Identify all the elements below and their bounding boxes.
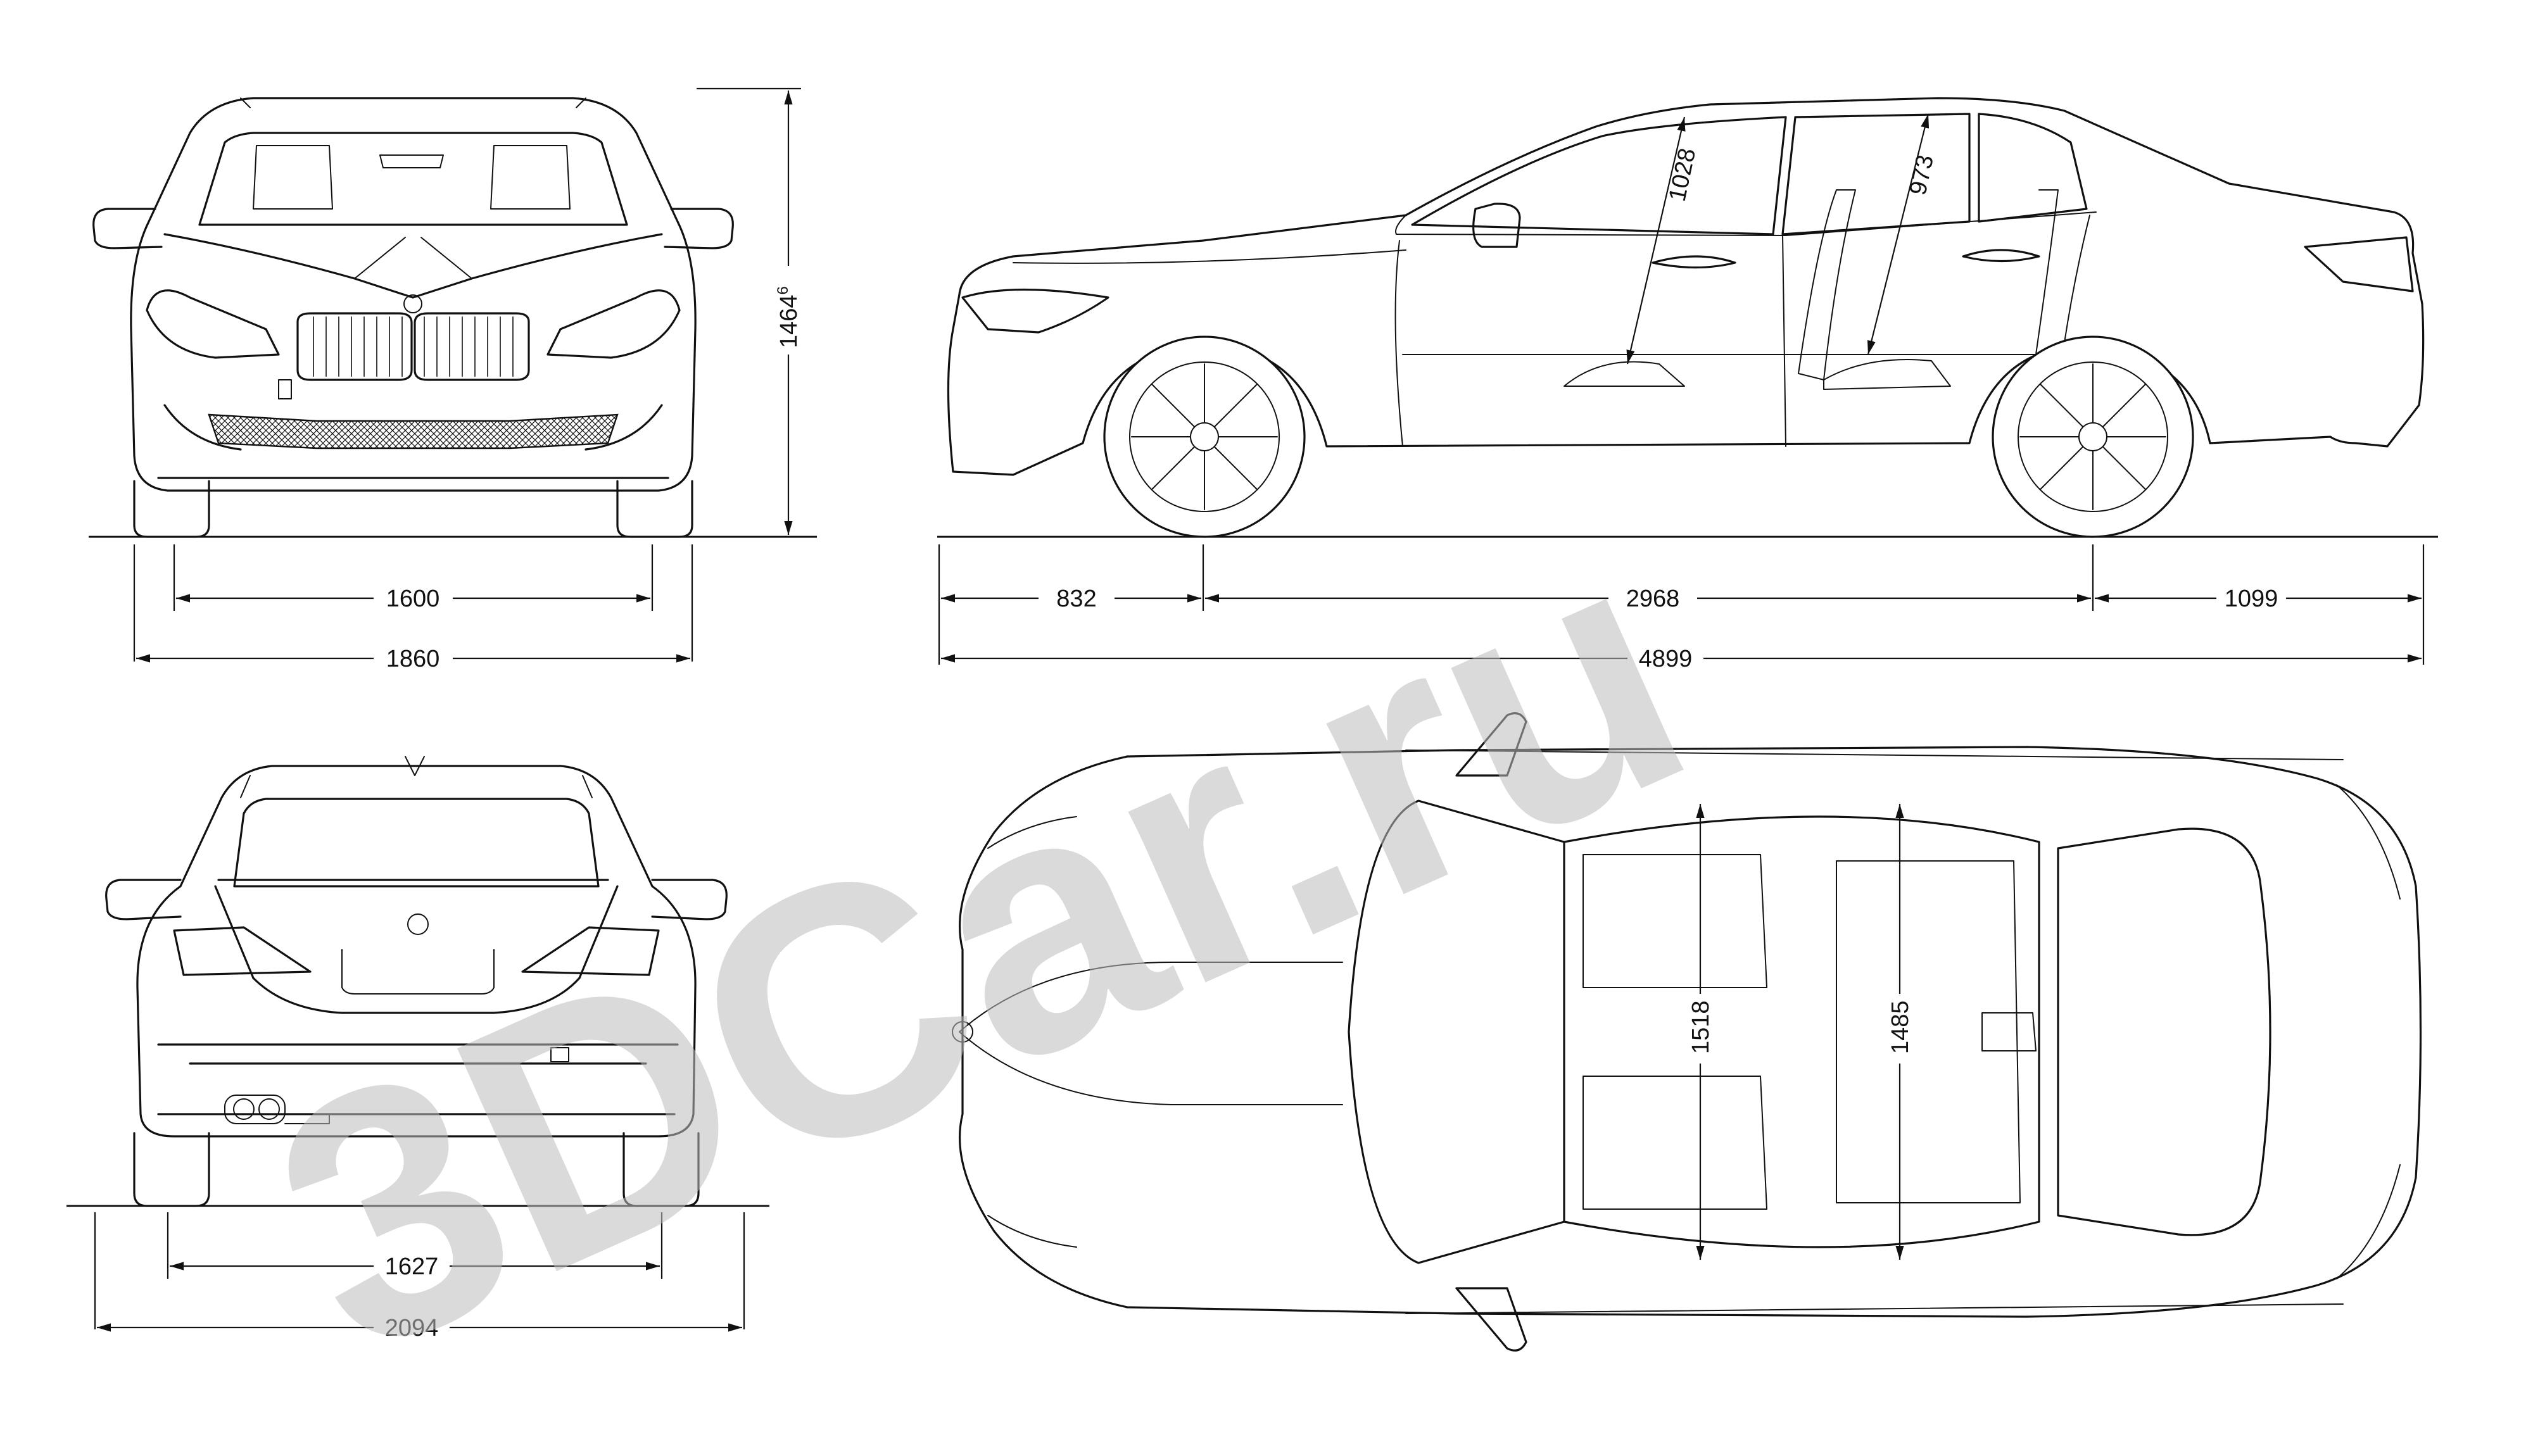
front-lower-air-intake	[208, 413, 619, 449]
rear-right-taillight	[521, 926, 660, 976]
width-with-mirrors-label: 2094	[385, 1315, 439, 1341]
wheelbase-label: 2968	[1626, 586, 1680, 612]
rear-shoulder-width-label: 1485	[1887, 1000, 1914, 1054]
side-front-wheel	[1103, 336, 1306, 538]
front-hood	[163, 233, 663, 299]
front-left-wheel	[133, 480, 210, 538]
rear-badge-icon	[407, 913, 429, 935]
front-badge-icon	[403, 294, 422, 313]
front-right-headlight	[546, 289, 681, 359]
front-shoulder-width-label: 1518	[1688, 1000, 1714, 1054]
rear-view	[66, 756, 769, 1207]
rear-headroom-label: 973	[1905, 153, 1939, 198]
side-taillight	[2304, 236, 2414, 292]
top-rear-window	[2057, 827, 2271, 1236]
front-width-label: 1860	[386, 646, 440, 672]
top-left-mirror	[1455, 712, 1527, 777]
side-dimensions: 832 2968 1099 4899	[938, 544, 2425, 672]
rear-bumper	[157, 1043, 679, 1115]
top-windshield	[1348, 800, 1565, 1264]
rear-trunk-lid	[252, 977, 581, 1014]
top-view: 1518 1485	[952, 712, 2422, 1352]
side-windows	[1411, 113, 2088, 235]
exhaust-tips	[224, 1095, 330, 1124]
rear-track-label: 1627	[385, 1253, 439, 1280]
top-badge-icon	[952, 1021, 973, 1043]
front-left-headlight	[146, 289, 280, 359]
front-left-kidney-grille	[296, 312, 413, 381]
front-overhang-label: 832	[1056, 586, 1096, 612]
front-right-wheel	[616, 480, 693, 538]
side-mirror	[1472, 203, 1521, 248]
top-hood	[959, 962, 1343, 1105]
length-label: 4899	[1639, 646, 1693, 672]
front-windshield	[198, 132, 628, 226]
rear-window	[233, 798, 600, 888]
side-rear-wheel	[1992, 336, 2194, 538]
top-body-outline	[959, 746, 2422, 1318]
height-label: 14646	[774, 286, 802, 348]
top-roof	[1563, 815, 2040, 1248]
rear-left-mirror	[105, 879, 182, 920]
watermark-text: 3DCar.ru	[224, 467, 1736, 1429]
rear-overhang-label: 1099	[2225, 586, 2278, 612]
top-right-mirror	[1455, 1287, 1527, 1352]
side-headlight	[961, 288, 1109, 334]
side-view: 1028 973	[937, 97, 2438, 538]
front-track-label: 1600	[386, 586, 440, 612]
rear-dimensions: 1627 2094	[94, 1212, 745, 1341]
front-body-outline	[130, 97, 697, 492]
front-headroom-label: 1028	[1664, 146, 1702, 203]
rear-right-mirror	[651, 879, 728, 920]
front-right-kidney-grille	[414, 312, 530, 381]
front-dimensions: 1600 1860 14646	[133, 87, 802, 672]
front-left-mirror	[92, 208, 163, 249]
rear-left-taillight	[173, 926, 312, 976]
front-right-mirror	[664, 208, 734, 249]
rear-body-outline	[136, 765, 697, 1138]
front-view	[89, 97, 817, 538]
